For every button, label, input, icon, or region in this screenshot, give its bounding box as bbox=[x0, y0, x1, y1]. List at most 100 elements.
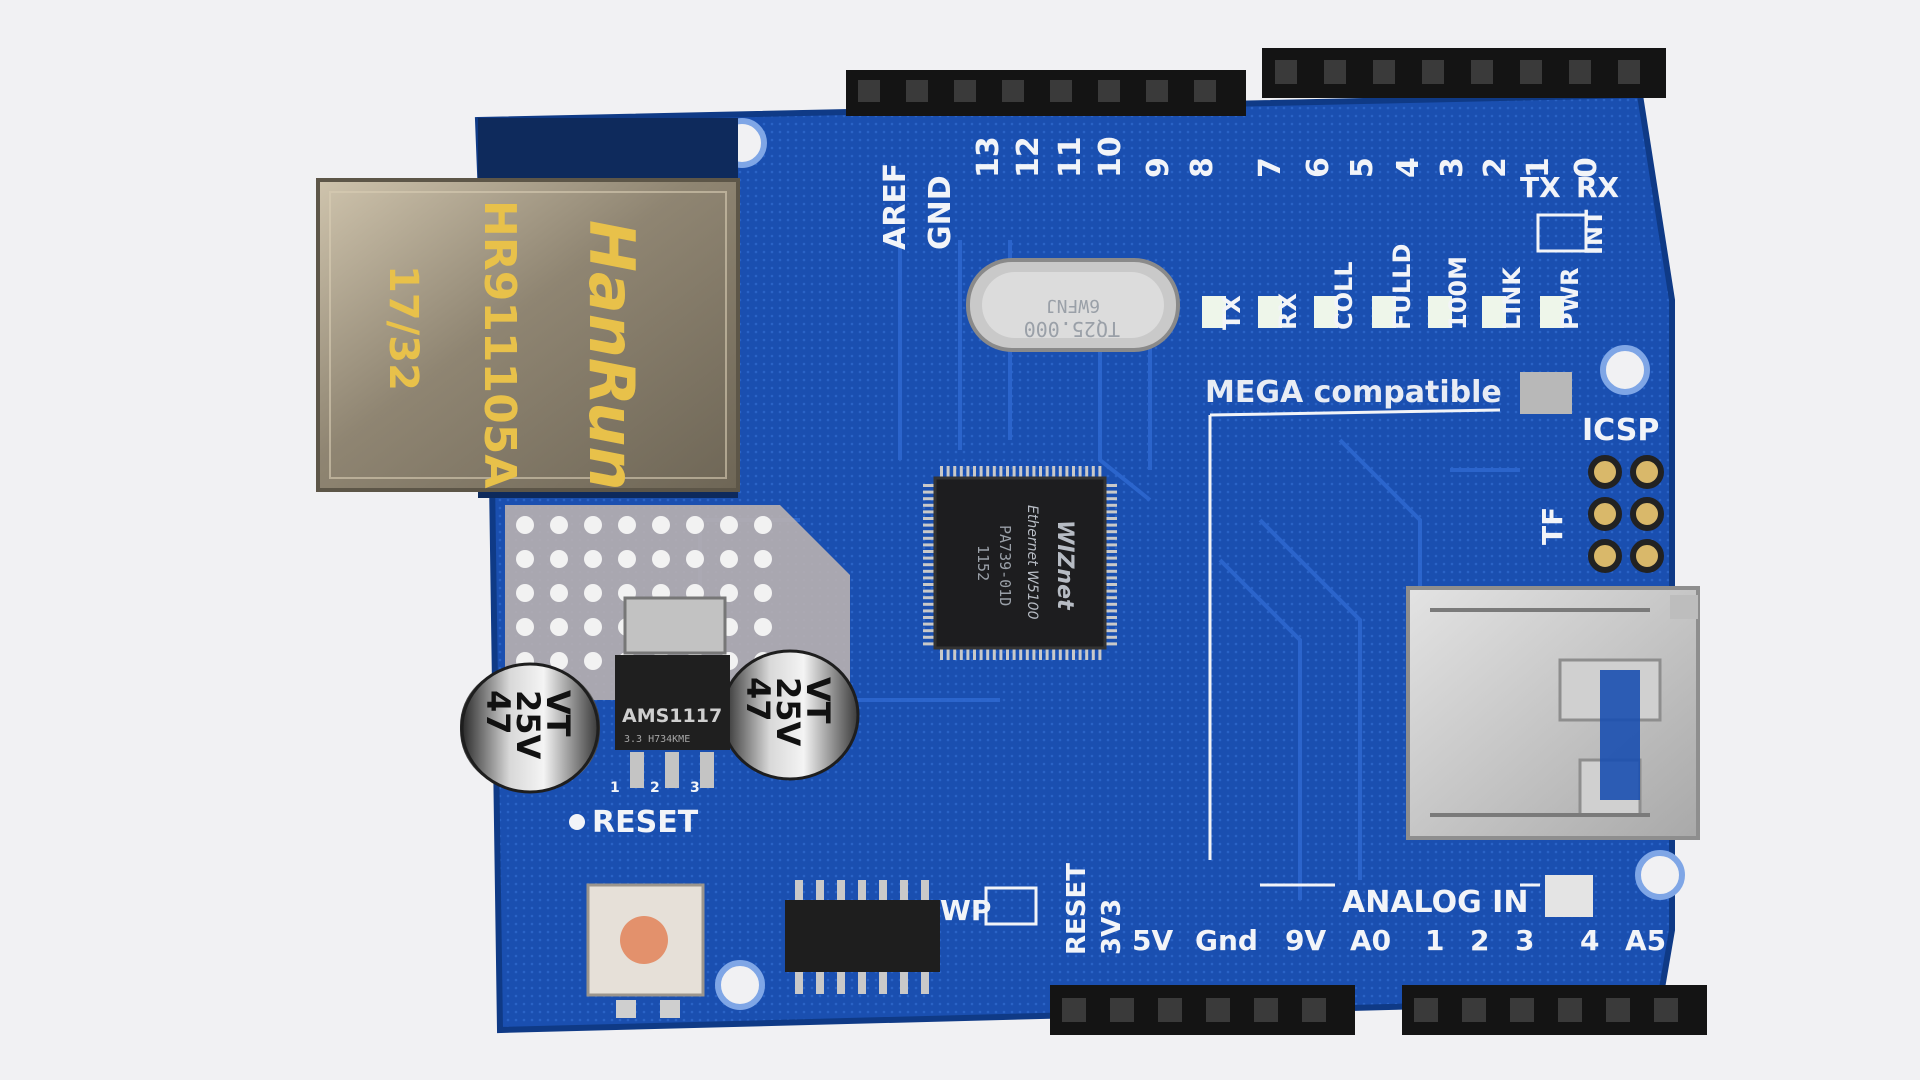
digital-pin-label: 13 bbox=[971, 136, 1006, 178]
chip-code-label: PA739-01D bbox=[996, 525, 1014, 606]
mega-pad bbox=[1520, 372, 1572, 414]
chip-pin bbox=[1098, 466, 1102, 478]
header-socket bbox=[1194, 80, 1216, 102]
analog-pin-label: 4 bbox=[1580, 924, 1599, 957]
chip-pin bbox=[1045, 466, 1049, 478]
chip-pin bbox=[923, 510, 935, 514]
status-led bbox=[1258, 296, 1282, 328]
chip-pin bbox=[923, 484, 935, 487]
led-label: LINK bbox=[1498, 266, 1526, 330]
header-socket bbox=[1520, 60, 1542, 84]
chip-model-label: Ethernet W5100 bbox=[1024, 505, 1040, 620]
header-socket bbox=[1254, 998, 1278, 1022]
chip-pin bbox=[1012, 466, 1016, 478]
header-socket bbox=[1569, 60, 1591, 84]
thermal-via bbox=[584, 550, 602, 568]
thermal-via bbox=[584, 584, 602, 602]
chip-pin bbox=[923, 490, 935, 494]
cap-right-voltage: 25V bbox=[769, 677, 807, 747]
microsd-card-slot[interactable] bbox=[1406, 586, 1700, 840]
thermal-via bbox=[516, 550, 534, 568]
chip-pin bbox=[1019, 466, 1023, 478]
thermal-via bbox=[686, 550, 704, 568]
chip-pin bbox=[1105, 510, 1117, 514]
led-label: FULLD bbox=[1388, 244, 1416, 330]
chip-pin bbox=[923, 550, 935, 553]
led-label: RX bbox=[1274, 293, 1302, 330]
led-label: TX bbox=[1218, 295, 1246, 330]
rj45-jack: HanRun HR911105A 17/32 bbox=[316, 118, 740, 498]
analog-pin-label: 1 bbox=[1425, 924, 1444, 957]
reset-marker bbox=[569, 814, 585, 830]
chip-pin bbox=[1105, 569, 1117, 573]
chip-pin bbox=[923, 563, 935, 567]
header-socket bbox=[1422, 60, 1444, 84]
reg-pin-2: 2 bbox=[650, 780, 660, 796]
chip-pin bbox=[1105, 497, 1117, 501]
status-led bbox=[1428, 296, 1452, 328]
header-socket bbox=[1062, 998, 1086, 1022]
chip-pin bbox=[923, 583, 935, 586]
analog-pin-label: A0 bbox=[1350, 924, 1391, 957]
reg-pin-3: 3 bbox=[690, 780, 700, 796]
digital-pin-label: 9 bbox=[1141, 157, 1176, 178]
chip-pin bbox=[953, 648, 957, 660]
thermal-via bbox=[652, 516, 670, 534]
chip-pin bbox=[946, 466, 950, 478]
thermal-via bbox=[754, 584, 772, 602]
digital-pin-label: 7 bbox=[1253, 157, 1288, 178]
power-label-5v: 5V bbox=[1132, 924, 1173, 957]
chip-pin bbox=[1091, 466, 1095, 478]
header-socket bbox=[1206, 998, 1230, 1022]
chip-pin bbox=[992, 648, 996, 660]
header-socket bbox=[1146, 80, 1168, 102]
chip-pin bbox=[1006, 466, 1009, 478]
power-label-3v3: 3V3 bbox=[1097, 899, 1127, 955]
analog-header[interactable] bbox=[1402, 985, 1707, 1035]
header-socket bbox=[1050, 80, 1072, 102]
mounting-hole bbox=[1635, 850, 1685, 900]
chip-pin bbox=[1058, 648, 1062, 660]
chip-pin bbox=[923, 530, 935, 534]
analog-pin-label: 3 bbox=[1515, 924, 1534, 957]
chip-pin bbox=[1085, 466, 1089, 478]
chip-pin bbox=[986, 648, 990, 660]
chip-pin bbox=[923, 517, 935, 520]
chip-pin bbox=[986, 466, 990, 478]
chip-pin bbox=[1085, 648, 1089, 660]
soic-pin bbox=[879, 880, 887, 900]
digital-pin-label: GND bbox=[923, 175, 958, 250]
header-socket bbox=[1606, 998, 1630, 1022]
power-header[interactable] bbox=[1050, 985, 1355, 1035]
chip-pin bbox=[1078, 648, 1082, 660]
chip-pin bbox=[973, 648, 976, 660]
chip-pin bbox=[923, 642, 935, 646]
reset-button[interactable] bbox=[586, 883, 705, 1018]
chip-pin bbox=[1105, 589, 1117, 593]
thermal-via bbox=[720, 550, 738, 568]
chip-pin bbox=[966, 648, 970, 660]
power-label-9v: 9V bbox=[1285, 924, 1326, 957]
digital-pin-label: 3 bbox=[1435, 157, 1470, 178]
header-socket bbox=[858, 80, 880, 102]
chip-pin bbox=[1105, 530, 1117, 534]
jack-brand-label: HanRun bbox=[575, 220, 648, 491]
chip-pin bbox=[1052, 648, 1056, 660]
soic-pin bbox=[816, 880, 824, 900]
chip-pin bbox=[940, 466, 943, 478]
reg-pin-1: 1 bbox=[610, 780, 620, 796]
header-socket bbox=[1275, 60, 1297, 84]
icsp-header[interactable]: ICSP bbox=[1582, 413, 1664, 573]
chip-pin bbox=[1032, 648, 1036, 660]
chip-pin bbox=[1019, 648, 1023, 660]
chip-pin bbox=[1078, 466, 1082, 478]
chip-pin bbox=[1032, 466, 1036, 478]
chip-pin bbox=[1052, 466, 1056, 478]
chip-pin bbox=[923, 596, 935, 600]
icsp-pin bbox=[1588, 455, 1622, 489]
chip-pin bbox=[946, 648, 950, 660]
cap-right-series: VT bbox=[799, 677, 837, 724]
chip-pin bbox=[992, 466, 996, 478]
analog-pad bbox=[1545, 875, 1593, 917]
digital-header[interactable] bbox=[846, 48, 1666, 116]
